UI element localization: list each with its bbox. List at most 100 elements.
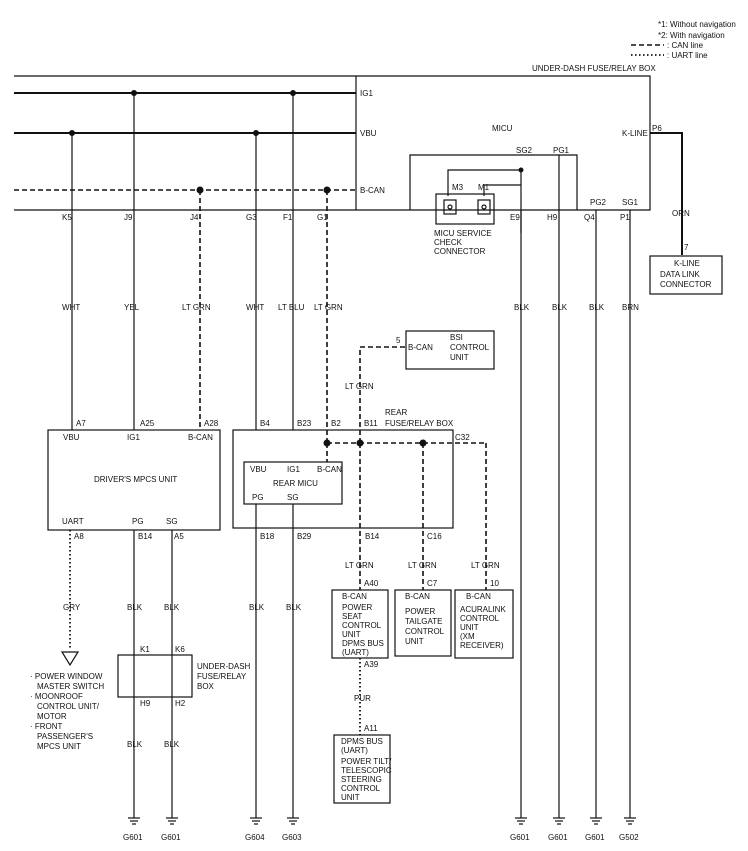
acuralink-name-5: RECEIVER)	[460, 641, 504, 650]
power-tailgate-control-unit: C7 B-CAN POWER TAILGATE CONTROL UNIT	[394, 579, 452, 657]
color-ltgrn-2: LT GRN	[314, 303, 343, 312]
pin-k5: K5	[62, 213, 72, 222]
underdash-fuse-box: UNDER-DASH FUSE/RELAY BOX IG1 VBU B-CAN …	[14, 64, 662, 211]
bsi-box	[405, 330, 495, 370]
mpcs-pin-a7: A7	[76, 419, 86, 428]
acuralink-pin-10: 10	[490, 579, 499, 588]
steering-pin-a11: A11	[364, 724, 378, 733]
mpcs-pin-a28: A28	[204, 419, 219, 428]
rear-pin-b29: B29	[297, 532, 312, 541]
micu-pg2-label: PG2	[590, 198, 607, 207]
color-blk-b18: BLK	[249, 603, 265, 612]
rear-micu-vbu: VBU	[250, 465, 267, 474]
rear-pin-c16: C16	[427, 532, 442, 541]
color-ltblu: LT BLU	[278, 303, 305, 312]
mpcs-sg-label: SG	[166, 517, 178, 526]
micu-pg1-label: PG1	[553, 146, 570, 155]
pin-g3: G3	[246, 213, 257, 222]
rear-micu-pg: PG	[252, 493, 264, 502]
rear-can-splice-a	[323, 439, 331, 447]
dlc-name-2: CONNECTOR	[660, 280, 712, 289]
pin-g1: G1	[317, 213, 328, 222]
mpcs-pg-label: PG	[132, 517, 144, 526]
seat-name-5: DPMS BUS	[342, 639, 384, 648]
pin-h9: H9	[547, 213, 558, 222]
seat-name-4: UNIT	[342, 630, 361, 639]
lower-pin-k6: K6	[175, 645, 185, 654]
underdash-lower-box: K1 K6 H9 H2 UNDER-DASH FUSE/RELAY BOX	[117, 645, 251, 708]
wire-ltgrn-bsi	[359, 346, 406, 443]
service-connector-box	[435, 193, 495, 225]
seat-name-2: SEAT	[342, 612, 362, 621]
micu-p6-label: P6	[652, 124, 662, 133]
tailgate-name-3: CONTROL	[405, 627, 445, 636]
rear-micu-bcan: B-CAN	[317, 465, 342, 474]
color-yel: YEL	[124, 303, 140, 312]
ground-label-1: G601	[123, 833, 143, 842]
bsi-control-unit: 5 B-CAN BSI CONTROL UNIT LT GRN	[345, 330, 495, 443]
color-blk-h9-lower: BLK	[127, 740, 143, 749]
color-blk-h9: BLK	[552, 303, 568, 312]
rear-box-title-1: REAR	[385, 408, 407, 417]
pin-f1: F1	[283, 213, 293, 222]
color-gry: GRY	[63, 603, 81, 612]
color-orn: ORN	[672, 209, 690, 218]
steering-name-1: DPMS BUS	[341, 737, 383, 746]
rear-pin-c32: C32	[455, 433, 470, 442]
dlc-kline-label: K-LINE	[674, 259, 700, 268]
ground-g502: G502	[619, 817, 639, 842]
uart-device-6: · FRONT	[30, 722, 63, 731]
acuralink-name-1: ACURALINK	[460, 605, 506, 614]
bsi-name-3: UNIT	[450, 353, 469, 362]
tailgate-name-4: UNIT	[405, 637, 424, 646]
uart-device-5: MOTOR	[37, 712, 67, 721]
seat-name-1: POWER	[342, 603, 372, 612]
pin-e9: E9	[510, 213, 520, 222]
steering-box	[333, 734, 391, 804]
mpcs-title: DRIVER'S MPCS UNIT	[94, 475, 177, 484]
ground-g601-b: G601	[161, 817, 181, 842]
ground-label-6: G601	[548, 833, 568, 842]
rear-micu-sg: SG	[287, 493, 299, 502]
bsi-name-2: CONTROL	[450, 343, 490, 352]
service-m1-label: M1	[478, 183, 490, 192]
service-m3-label: M3	[452, 183, 464, 192]
lower-name-1: UNDER-DASH	[197, 662, 251, 671]
steering-name-5: STEERING	[341, 775, 382, 784]
bsi-name-1: BSI	[450, 333, 463, 342]
lower-pin-h2: H2	[175, 699, 186, 708]
rear-pin-b2: B2	[331, 419, 341, 428]
color-blk-b29: BLK	[286, 603, 302, 612]
rear-pin-b18: B18	[260, 532, 275, 541]
micu-service-wire	[447, 169, 522, 233]
legend-can-label: : CAN line	[667, 41, 704, 50]
service-terminal-m3	[443, 199, 457, 215]
ground-label-4: G603	[282, 833, 302, 842]
acuralink-bcan: B-CAN	[466, 592, 491, 601]
ground-g601-a: G601	[123, 817, 143, 842]
micu-sg2-label: SG2	[516, 146, 533, 155]
mpcs-pin-b14: B14	[138, 532, 153, 541]
tailgate-name-1: POWER	[405, 607, 435, 616]
color-ltgrn-b14: LT GRN	[345, 561, 374, 570]
uart-device-4: CONTROL UNIT/	[37, 702, 100, 711]
pin-q4: Q4	[584, 213, 595, 222]
underdash-box-title: UNDER-DASH FUSE/RELAY BOX	[532, 64, 656, 73]
rear-micu-ig1: IG1	[287, 465, 300, 474]
seat-name-6: (UART)	[342, 648, 369, 657]
ground-label-3: G604	[245, 833, 265, 842]
micu-kline-label: K-LINE	[622, 129, 648, 138]
seat-pin-a39: A39	[364, 660, 379, 669]
steering-control-unit: A11 DPMS BUS (UART) POWER TILT/ TELESCOP…	[333, 724, 392, 804]
acuralink-name-4: (XM	[460, 632, 475, 641]
rear-box-title-2: FUSE/RELAY BOX	[385, 419, 454, 428]
ground-label-8: G502	[619, 833, 639, 842]
ground-label-5: G601	[510, 833, 530, 842]
ground-label-7: G601	[585, 833, 605, 842]
rear-pin-b23: B23	[297, 419, 312, 428]
rear-pin-b4: B4	[260, 419, 270, 428]
rear-pin-b14: B14	[365, 532, 380, 541]
seat-name-3: CONTROL	[342, 621, 382, 630]
micu-sg1-label: SG1	[622, 198, 639, 207]
